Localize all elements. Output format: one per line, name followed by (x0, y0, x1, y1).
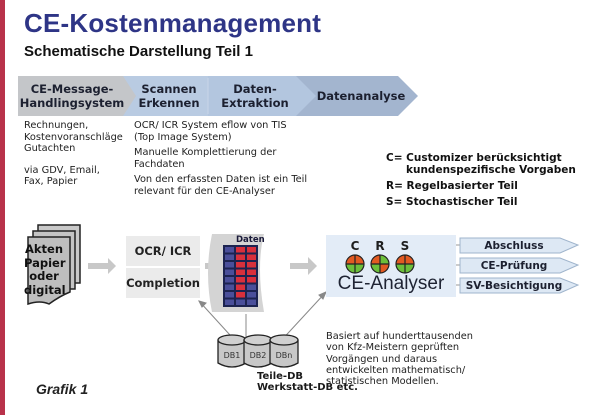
completion-box: Completion (126, 268, 200, 298)
output-arrows (459, 237, 580, 294)
data-grid (223, 245, 258, 307)
database-icon (269, 334, 299, 368)
indicator-c-icon (345, 254, 365, 274)
data-grid-cell (225, 277, 234, 283)
page-subtitle: Schematische Darstellung Teil 1 (24, 43, 253, 60)
database-icon (217, 334, 247, 368)
data-grid-cell (225, 269, 234, 275)
arrow-data-to-analyser (290, 257, 317, 275)
page-title: CE-Kostenmanagement (24, 8, 322, 38)
db-label-1: DB1 (224, 351, 241, 360)
data-grid-cell (225, 254, 234, 260)
db-label-2: DB2 (250, 351, 267, 360)
documents-label: Akten Papier oder digital (24, 242, 66, 297)
arrow-docs-to-ocr (88, 258, 116, 274)
ce-analyser-box: C R S CE-Analyser (326, 235, 456, 297)
ce-analyser-label: CE-Analyser (337, 273, 445, 294)
data-grid-cell (247, 299, 256, 305)
database-caption: Teile-DB Werkstatt-DB etc. (257, 371, 358, 393)
data-grid-cell (247, 277, 256, 283)
process-chevrons (18, 76, 418, 116)
data-grid-cell (225, 299, 234, 305)
data-grid-cell (236, 262, 245, 268)
data-grid-cell (247, 269, 256, 275)
document-stack-icon (27, 224, 81, 306)
letter-c: C (350, 239, 360, 253)
data-grid-cell (247, 254, 256, 260)
scan-description-text: OCR/ ICR System eflow von TIS (Top Image… (134, 120, 308, 197)
data-grid-frame (223, 245, 258, 307)
phase-shape-2 (123, 76, 208, 116)
data-label: Daten (236, 235, 265, 245)
data-grid-cell (236, 277, 245, 283)
data-grid-cell (247, 247, 256, 253)
basis-description: Basiert auf hunderttausenden von Kfz-Mei… (326, 331, 473, 388)
data-grid-cell (247, 292, 256, 298)
letter-s: S (400, 239, 410, 253)
letter-r: R (375, 239, 385, 253)
ocr-icr-box: OCR/ ICR (126, 236, 200, 266)
legend-c: C= Customizer berücksichtigt (386, 152, 562, 164)
left-border-accent (0, 0, 5, 415)
indicator-r-icon (370, 254, 390, 274)
data-grid-cell (236, 247, 245, 253)
crs-indicators (345, 254, 415, 274)
figure-caption: Grafik 1 (36, 381, 89, 397)
db-label-3: DBn (276, 351, 293, 360)
data-grid-cell (225, 284, 234, 290)
legend-s: S= Stochastischer Teil (386, 196, 518, 208)
output-abschluss: Abschluss (484, 240, 544, 252)
output-ce-pruefung: CE-Prüfung (480, 260, 548, 272)
data-grid-cell (236, 299, 245, 305)
output-sv-besichtigung: SV-Besichtigung (465, 280, 563, 292)
data-grid-cell (225, 247, 234, 253)
phase-ce-message: CE-Message-Handlingsystem (19, 82, 125, 110)
database-icon (243, 334, 273, 368)
data-grid-cell (247, 284, 256, 290)
input-sources-text: Rechnungen, Kostenvoranschläge Gutachten… (24, 120, 123, 188)
phase-shape-first (18, 76, 136, 116)
database-cylinders: DB1 DB2 DBn (217, 334, 299, 368)
indicator-s-icon (395, 254, 415, 274)
data-grid-cell (236, 254, 245, 260)
data-grid-cell (236, 292, 245, 298)
data-grid-cell (236, 284, 245, 290)
phase-extraktion: Daten-Extraktion (221, 82, 289, 110)
data-grid-cell (236, 269, 245, 275)
data-grid-cell (225, 292, 234, 298)
crs-legend: C= Customizer berücksichtigt kundenspezi… (386, 152, 576, 208)
legend-r: R= Regelbasierter Teil (386, 180, 518, 192)
data-grid-cell (247, 262, 256, 268)
phase-datenanalyse: Datenanalyse (316, 89, 406, 103)
data-grid-cell (225, 262, 234, 268)
